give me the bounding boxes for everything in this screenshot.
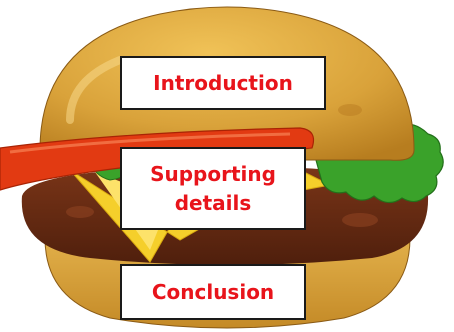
conclusion-label: Conclusion [151, 279, 275, 304]
conclusion-label-box: Conclusion [120, 264, 306, 320]
introduction-label: Introduction [153, 70, 293, 95]
introduction-label-box: Introduction [120, 56, 326, 110]
supporting-details-label: Supporting details [150, 161, 276, 215]
supporting-details-label-box: Supporting details [120, 147, 306, 230]
